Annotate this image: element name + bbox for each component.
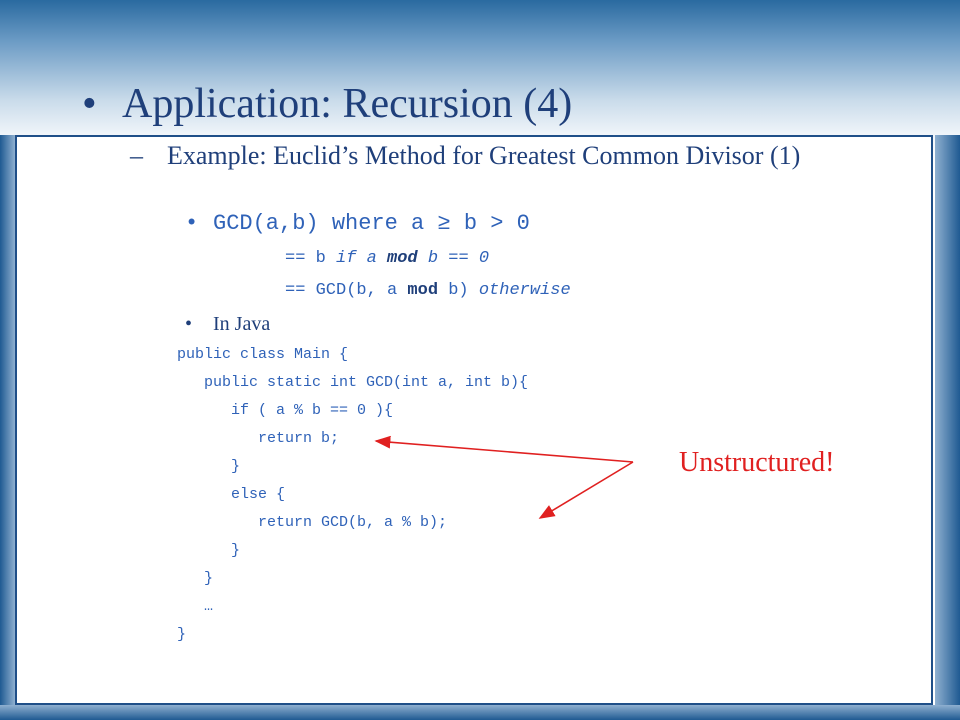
java-bullet: •	[185, 313, 193, 335]
title-bullet: •	[82, 81, 97, 127]
subtitle-text: Example: Euclid’s Method for Greatest Co…	[167, 141, 801, 170]
subtitle-dash: –	[130, 141, 143, 170]
code-line: }	[231, 542, 241, 559]
code-line: public class Main {	[177, 346, 349, 363]
code-line: }	[231, 458, 241, 475]
slide-edge-left	[0, 135, 15, 720]
content-frame	[15, 135, 933, 705]
case2-mod: mod	[407, 281, 439, 300]
case2-otherwise: otherwise	[478, 281, 571, 300]
gcd-header: GCD(a,b) where a ≥ b > 0	[213, 211, 530, 236]
code-line: }	[204, 570, 214, 587]
slide-title: • Application: Recursion (4)	[82, 74, 572, 134]
code-line: public static int GCD(int a, int b){	[204, 374, 529, 391]
title-text: Application: Recursion (4)	[122, 81, 573, 127]
code-line: return GCD(b, a % b);	[258, 514, 448, 531]
code-line: }	[177, 626, 187, 643]
slide-edge-bottom	[0, 705, 960, 720]
code-line: return b;	[258, 430, 340, 447]
gcd-case-2: == GCD(b, a mod b) otherwise	[285, 281, 571, 300]
case2-eq: == GCD(b, a	[285, 281, 408, 300]
case1-if: if a	[336, 249, 388, 268]
code-line: …	[204, 598, 214, 615]
unstructured-callout: Unstructured!	[679, 447, 835, 478]
case2-mid: b)	[438, 281, 479, 300]
code-line: else {	[231, 486, 286, 503]
gcd-case-1: == b if a mod b == 0	[285, 249, 489, 268]
slide-edge-right	[935, 135, 960, 720]
case1-eq: == b	[285, 249, 337, 268]
gcd-bullet: •	[185, 211, 199, 236]
case1-rest: b == 0	[417, 249, 490, 268]
case1-mod: mod	[387, 249, 418, 268]
java-label: In Java	[213, 313, 271, 335]
code-line: if ( a % b == 0 ){	[231, 402, 394, 419]
arrow-to-return-gcd	[538, 461, 634, 519]
arrow-to-return-b	[374, 435, 634, 463]
